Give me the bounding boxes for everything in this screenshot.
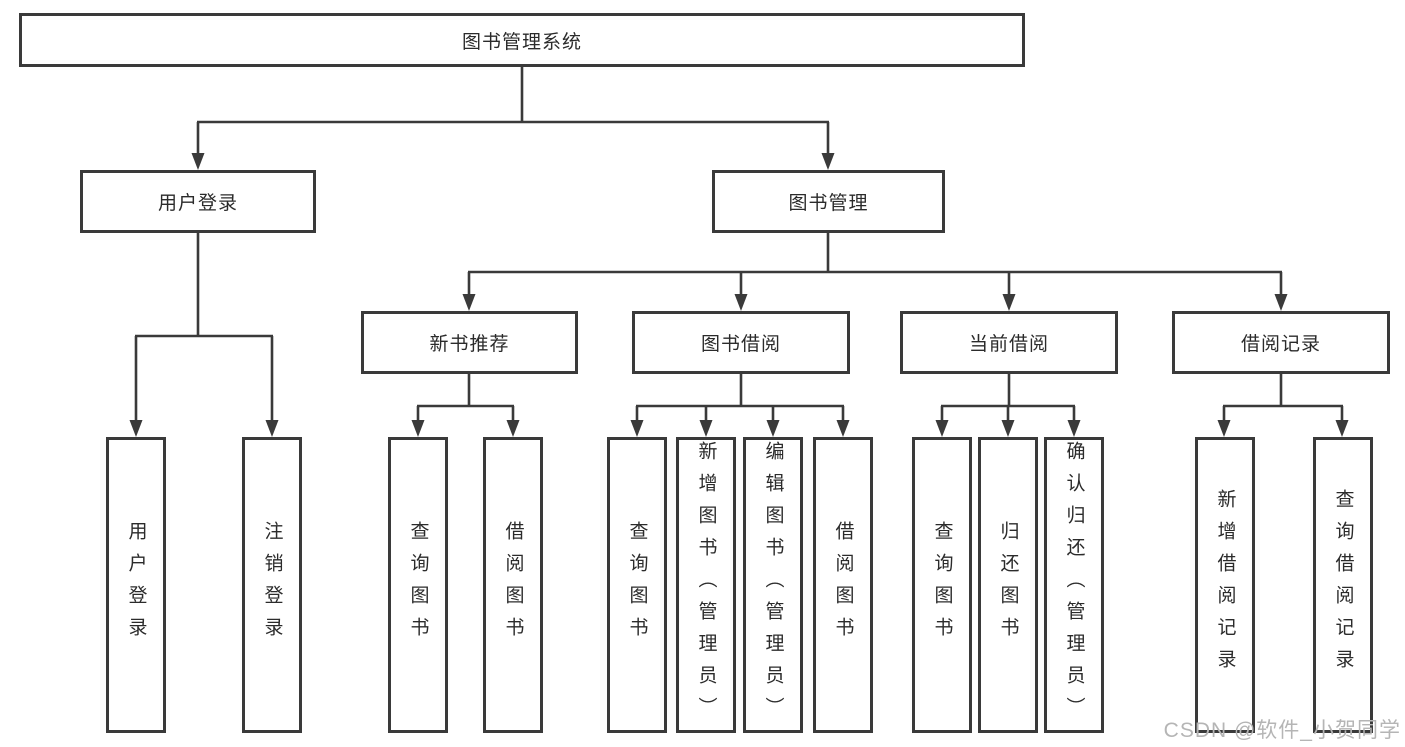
node-user-login-label: 用户登录 (157, 193, 238, 214)
leaf-add-books-admin-label: 新增图书（管理员） (695, 441, 717, 729)
leaf-confirm-return-admin: 确认归还（管理员） (1044, 437, 1104, 733)
leaf-logout-login-label: 注销登录 (261, 521, 283, 649)
leaf-user-login: 用户登录 (106, 437, 166, 733)
node-book-management: 图书管理 (712, 170, 945, 233)
leaf-add-borrow-record: 新增借阅记录 (1195, 437, 1255, 733)
node-current-borrow: 当前借阅 (900, 311, 1118, 374)
leaf-add-borrow-record-label: 新增借阅记录 (1214, 489, 1236, 681)
node-borrow-records: 借阅记录 (1172, 311, 1390, 374)
leaf-return-books-label: 归还图书 (997, 521, 1019, 649)
leaf-query-borrow-record: 查询借阅记录 (1313, 437, 1373, 733)
leaf-recommend-query-books-label: 查询图书 (407, 521, 429, 649)
leaf-current-query-books: 查询图书 (912, 437, 972, 733)
leaf-borrow-query-books-label: 查询图书 (626, 521, 648, 649)
leaf-query-borrow-record-label: 查询借阅记录 (1332, 489, 1354, 681)
leaf-logout-login: 注销登录 (242, 437, 302, 733)
node-book-borrow-label: 图书借阅 (700, 334, 781, 355)
node-book-borrow: 图书借阅 (632, 311, 850, 374)
leaf-user-login-label: 用户登录 (125, 521, 147, 649)
leaf-current-query-books-label: 查询图书 (931, 521, 953, 649)
node-borrow-records-label: 借阅记录 (1240, 334, 1321, 355)
watermark: CSDN @软件_小贺同学 (1163, 719, 1401, 742)
node-new-book-recommend: 新书推荐 (361, 311, 578, 374)
node-library-management-system-label: 图书管理系统 (461, 31, 582, 53)
node-user-login: 用户登录 (80, 170, 316, 233)
leaf-edit-books-admin-label: 编辑图书（管理员） (762, 441, 784, 729)
leaf-edit-books-admin: 编辑图书（管理员） (743, 437, 803, 733)
leaf-recommend-borrow-books: 借阅图书 (483, 437, 543, 733)
leaf-confirm-return-admin-label: 确认归还（管理员） (1063, 441, 1085, 729)
node-new-book-recommend-label: 新书推荐 (429, 334, 510, 355)
leaf-recommend-borrow-books-label: 借阅图书 (502, 521, 524, 649)
leaf-borrow-borrow-books: 借阅图书 (813, 437, 873, 733)
leaf-return-books: 归还图书 (978, 437, 1038, 733)
leaf-borrow-borrow-books-label: 借阅图书 (832, 521, 854, 649)
leaf-add-books-admin: 新增图书（管理员） (676, 437, 736, 733)
node-current-borrow-label: 当前借阅 (968, 334, 1049, 355)
leaf-recommend-query-books: 查询图书 (388, 437, 448, 733)
node-library-management-system: 图书管理系统 (19, 13, 1025, 67)
leaf-borrow-query-books: 查询图书 (607, 437, 667, 733)
node-book-management-label: 图书管理 (788, 193, 869, 214)
